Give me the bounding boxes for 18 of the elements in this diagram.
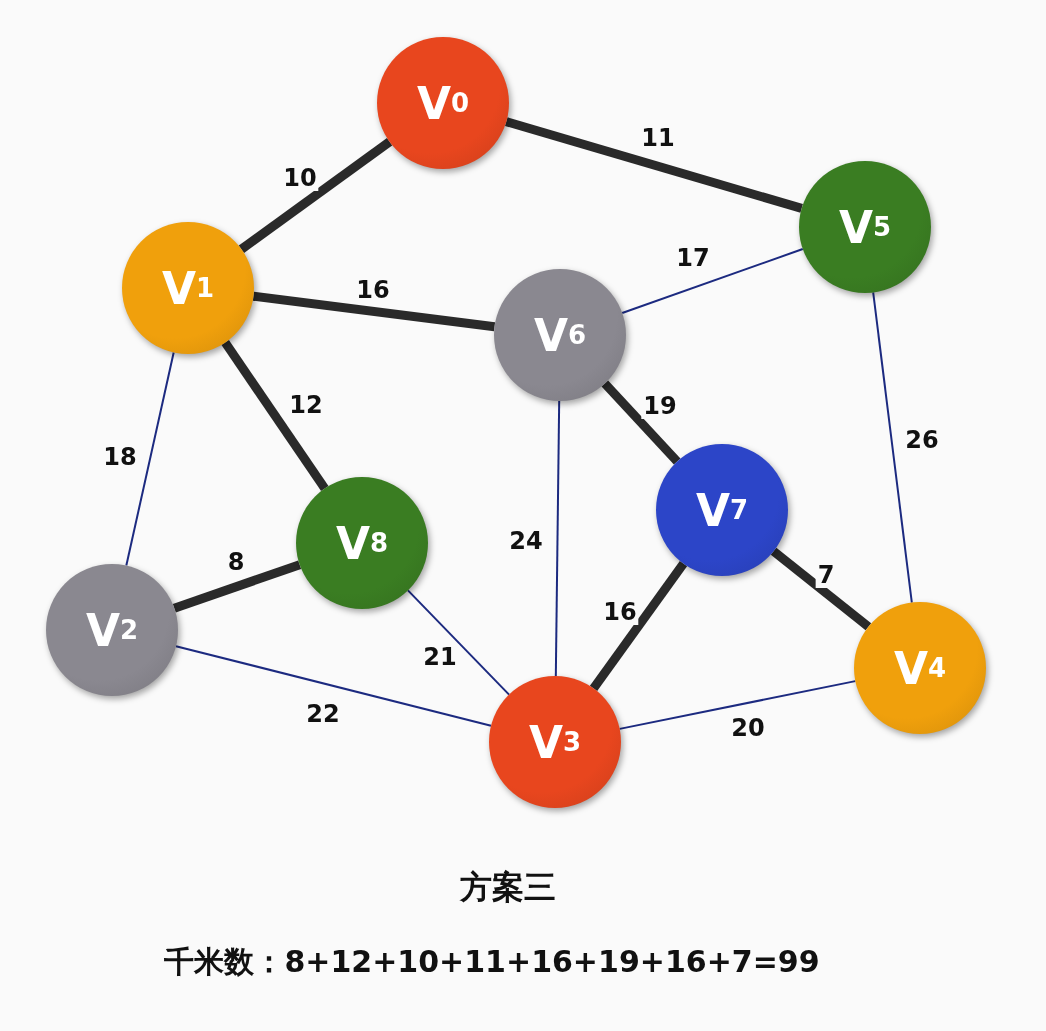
edge-line — [872, 291, 913, 604]
edge-line — [238, 138, 393, 253]
caption: 方案三 — [460, 867, 556, 908]
edge-line — [175, 645, 492, 727]
edge-line — [252, 291, 496, 332]
edge-label: 19 — [641, 393, 679, 419]
edge-line — [406, 589, 511, 696]
edge-line — [505, 117, 803, 213]
edge-line — [770, 547, 872, 631]
edge-line — [621, 248, 804, 314]
edge-line — [589, 560, 688, 692]
formula-text: 千米数：8+12+10+11+16+19+16+7=99 — [164, 943, 820, 981]
edge-line — [125, 351, 175, 567]
edge-line — [554, 400, 561, 677]
edge-line — [618, 680, 857, 730]
edge-line — [172, 560, 302, 613]
edge-line — [601, 380, 681, 465]
edge-line — [221, 339, 329, 492]
